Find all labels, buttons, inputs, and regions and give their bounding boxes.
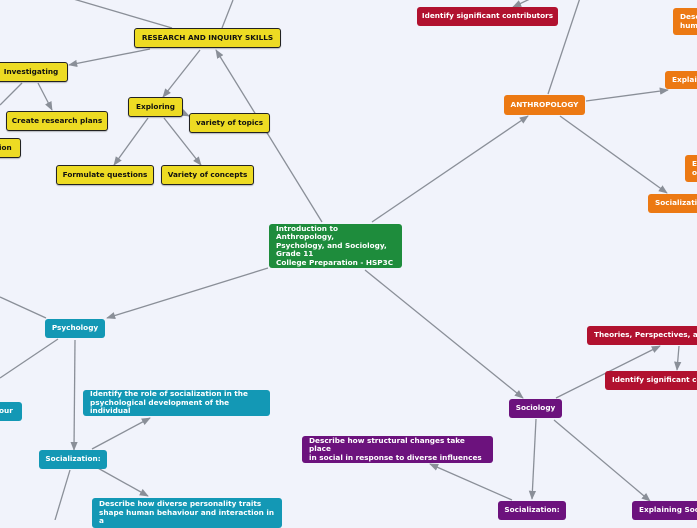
link-psychsoc-describe <box>95 466 149 497</box>
link-exploring-formulate <box>113 117 149 166</box>
sociology-theories-node[interactable]: Theories, Perspectives, an <box>587 326 697 345</box>
create-research-plans-node[interactable]: Create research plans <box>6 111 108 131</box>
link-center-sociology <box>364 269 524 399</box>
sociology-socialization-node[interactable]: Socialization: <box>498 501 566 520</box>
anthropology-contributors-node[interactable]: Identify significant contributors <box>417 7 558 26</box>
psychology-socialization-node[interactable]: Socialization: <box>39 450 107 469</box>
left-fragment-node[interactable]: ion <box>0 138 21 158</box>
link-center-anthropology <box>371 115 529 223</box>
research-inquiry-node[interactable]: RESEARCH AND INQUIRY SKILLS <box>134 28 281 48</box>
anthropology-explain-node[interactable]: Explai <box>665 71 697 89</box>
link-research-exploring <box>162 49 201 98</box>
sociology-explaining-node[interactable]: Explaining Soc <box>632 501 697 520</box>
link-socsoc-structural <box>429 463 513 501</box>
link-psychsoc-down <box>54 469 71 520</box>
link-exploring-concepts <box>163 117 202 166</box>
anthropology-socialization-node[interactable]: Socializatio <box>648 194 697 213</box>
link-anthropology-up <box>547 0 581 95</box>
formulate-questions-node[interactable]: Formulate questions <box>56 165 154 185</box>
psychology-node[interactable]: Psychology <box>45 319 105 338</box>
link-anth-contrib <box>512 0 530 8</box>
sociology-node[interactable]: Sociology <box>509 399 562 418</box>
link-anthropology-explain <box>585 87 669 102</box>
sociology-contributors-node[interactable]: Identify significant co <box>605 371 697 390</box>
link-investigating-left <box>0 82 23 106</box>
link-psych-left <box>0 338 59 379</box>
sociology-structural-node[interactable]: Describe how structural changes take pla… <box>302 436 493 463</box>
link-offscreen-research <box>74 0 173 29</box>
anthropology-node[interactable]: ANTHROPOLOGY <box>504 95 585 115</box>
psychology-identify-node[interactable]: Identify the role of socialization in th… <box>83 390 270 416</box>
link-psychsoc-identify <box>91 417 151 450</box>
link-theories-contrib <box>674 345 682 371</box>
link-sociology-explaining <box>553 419 651 502</box>
anthropology-describe-node[interactable]: Desc hum <box>673 8 697 35</box>
link-sociology-socialization <box>528 418 537 500</box>
link-center-research <box>215 49 323 223</box>
link-center-psychology <box>106 267 269 320</box>
psychology-left-fragment-node[interactable]: our <box>0 402 22 421</box>
link-research-up <box>221 0 234 29</box>
link-research-investigating <box>68 48 151 67</box>
variety-of-concepts-node[interactable]: Variety of concepts <box>161 165 254 185</box>
link-investigating-plans <box>37 82 53 111</box>
link-exploring-topics <box>180 109 190 117</box>
link-anthropology-socialization <box>559 115 668 194</box>
anthropology-e-node[interactable]: E o <box>685 155 697 182</box>
central-topic-node[interactable]: Introduction to Anthropology, Psychology… <box>269 224 402 268</box>
psychology-describe-node[interactable]: Describe how diverse personality traits … <box>92 498 282 528</box>
link-psych-left-top <box>0 296 47 319</box>
link-psych-socialization <box>70 339 78 451</box>
variety-of-topics-node[interactable]: variety of topics <box>189 113 270 133</box>
exploring-node[interactable]: Exploring <box>128 97 183 117</box>
investigating-node[interactable]: Investigating <box>0 62 68 82</box>
